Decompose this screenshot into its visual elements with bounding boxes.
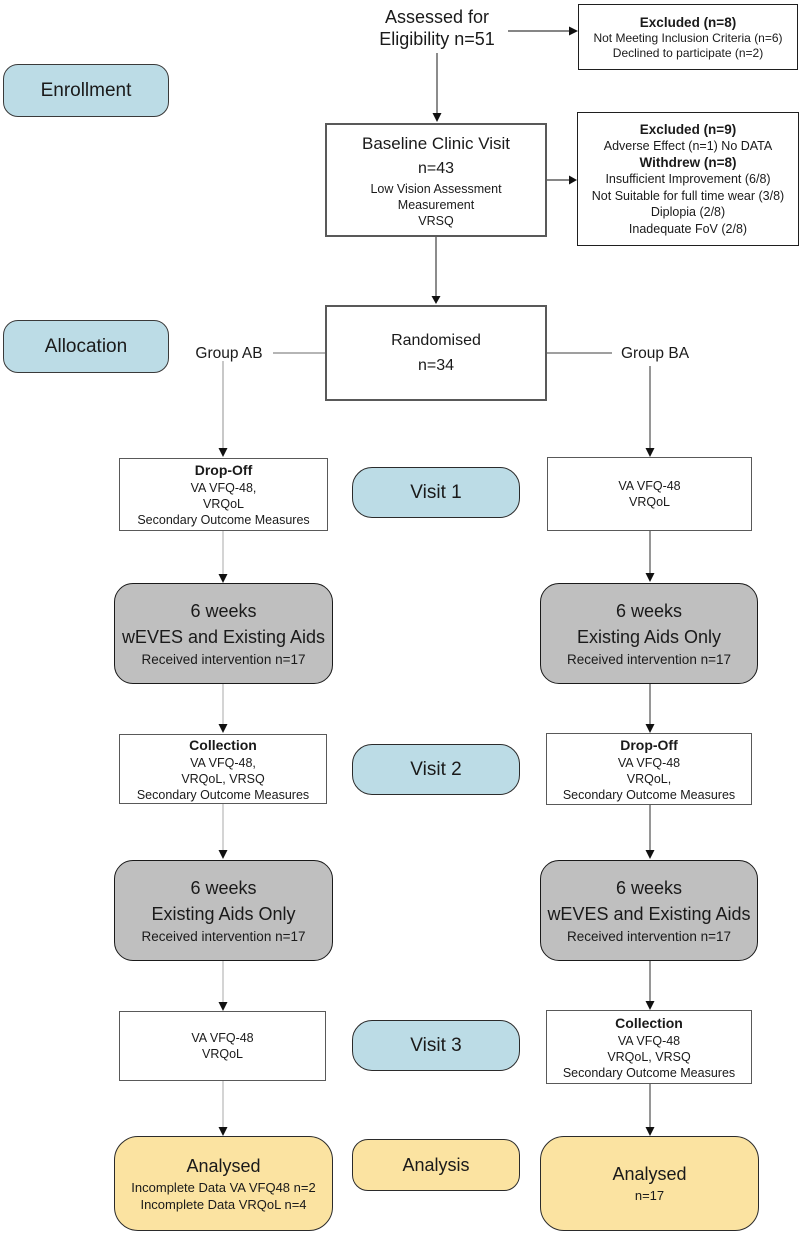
visit2-oval: Visit 2	[352, 744, 520, 795]
excluded-n8-line: Not Meeting Inclusion Criteria (n=6)	[593, 30, 783, 45]
right-visit2-line: VA VFQ-48	[617, 755, 681, 770]
left-visit2-title: Collection	[189, 736, 257, 753]
left-visit2-line: VRQoL, VRSQ	[181, 771, 265, 786]
stage-label-analysis: Analysis	[352, 1139, 520, 1191]
stage-label-allocation: Allocation	[3, 320, 169, 373]
right-analysed-title: Analysed	[612, 1164, 687, 1185]
right-visit3-collection-box: Collection VA VFQ-48 VRQoL, VRSQ Seconda…	[546, 1010, 752, 1084]
right-intervention1-duration: 6 weeks	[615, 601, 683, 621]
assessed-for-eligibility-text: Assessed for Eligibility n=51	[352, 6, 522, 50]
baseline-line: Measurement	[397, 197, 475, 212]
left-visit1-line: VA VFQ-48,	[190, 481, 257, 495]
withdrew-title: Withdrew (n=8)	[639, 155, 737, 171]
withdrew-line: Inadequate FoV (2/8)	[628, 221, 748, 236]
excluded-n8-title: Excluded (n=8)	[639, 14, 737, 30]
visit2-label: Visit 2	[410, 758, 462, 780]
visit1-oval: Visit 1	[352, 467, 520, 518]
analysis-label: Analysis	[402, 1154, 470, 1175]
left-visit3-line: VA VFQ-48	[191, 1031, 254, 1045]
group-ba-label: Group BA	[620, 345, 690, 362]
assessed-line1: Assessed for	[384, 7, 490, 27]
right-intervention2-label: wEVES and Existing Aids	[547, 904, 751, 924]
visit3-label: Visit 3	[410, 1034, 462, 1056]
left-intervention2-box: 6 weeks Existing Aids Only Received inte…	[114, 860, 333, 961]
allocation-label: Allocation	[44, 335, 128, 357]
right-intervention1-label: Existing Aids Only	[576, 627, 722, 647]
randomised-box: Randomised n=34	[325, 305, 547, 401]
right-analysed-box: Analysed n=17	[540, 1136, 759, 1231]
left-intervention1-label: wEVES and Existing Aids	[121, 627, 326, 647]
excluded-n9-adverse: Adverse Effect (n=1) No DATA	[603, 138, 773, 153]
left-intervention2-label: Existing Aids Only	[151, 904, 296, 924]
visit3-oval: Visit 3	[352, 1020, 520, 1071]
right-visit2-line: VRQoL,	[626, 771, 672, 786]
left-visit1-dropoff-box: Drop-Off VA VFQ-48, VRQoL Secondary Outc…	[119, 458, 328, 531]
baseline-clinic-visit-box: Baseline Clinic Visit n=43 Low Vision As…	[325, 123, 547, 237]
randomised-line2: n=34	[417, 357, 455, 374]
left-visit1-title: Drop-Off	[194, 462, 253, 478]
right-visit3-line: Secondary Outcome Measures	[562, 1065, 736, 1080]
left-visit1-line: Secondary Outcome Measures	[137, 513, 310, 527]
excluded-n9-box: Excluded (n=9) Adverse Effect (n=1) No D…	[577, 112, 799, 246]
right-visit2-dropoff-box: Drop-Off VA VFQ-48 VRQoL, Secondary Outc…	[546, 733, 752, 805]
left-analysed-line: Incomplete Data VRQoL n=4	[140, 1197, 307, 1212]
excluded-n8-line: Declined to participate (n=2)	[612, 45, 764, 60]
left-visit2-line: VA VFQ-48,	[190, 755, 256, 770]
left-intervention1-note: Received intervention n=17	[141, 652, 306, 667]
right-visit1-line: VA VFQ-48	[618, 479, 681, 493]
right-intervention2-box: 6 weeks wEVES and Existing Aids Received…	[540, 860, 758, 961]
right-intervention2-duration: 6 weeks	[615, 878, 683, 898]
left-analysed-box: Analysed Incomplete Data VA VFQ48 n=2 In…	[114, 1136, 333, 1231]
left-visit2-line: Secondary Outcome Measures	[136, 787, 310, 802]
right-intervention1-note: Received intervention n=17	[567, 652, 731, 667]
right-visit3-title: Collection	[615, 1014, 683, 1031]
right-intervention1-box: 6 weeks Existing Aids Only Received inte…	[540, 583, 758, 684]
enrollment-label: Enrollment	[40, 79, 132, 101]
assessed-line2: Eligibility n=51	[379, 29, 495, 49]
left-intervention1-box: 6 weeks wEVES and Existing Aids Received…	[114, 583, 333, 684]
baseline-line: VRSQ	[418, 213, 454, 228]
withdrew-line: Diplopia (2/8)	[650, 205, 726, 220]
left-analysed-line: Incomplete Data VA VFQ48 n=2	[131, 1179, 316, 1195]
right-visit1-box: VA VFQ-48 VRQoL	[547, 457, 752, 531]
left-intervention2-duration: 6 weeks	[190, 878, 257, 898]
left-intervention1-duration: 6 weeks	[190, 601, 257, 621]
left-visit2-collection-box: Collection VA VFQ-48, VRQoL, VRSQ Second…	[119, 734, 327, 804]
right-analysed-line: n=17	[634, 1188, 665, 1204]
baseline-line: Low Vision Assessment	[370, 181, 502, 196]
baseline-title: Baseline Clinic Visit	[361, 133, 511, 153]
left-analysed-title: Analysed	[186, 1155, 261, 1176]
randomised-line1: Randomised	[391, 332, 481, 349]
right-visit2-line: Secondary Outcome Measures	[562, 787, 736, 802]
excluded-n8-box: Excluded (n=8) Not Meeting Inclusion Cri…	[578, 4, 798, 70]
excluded-n9-title: Excluded (n=9)	[639, 121, 737, 137]
left-intervention2-note: Received intervention n=17	[141, 929, 306, 944]
group-ab-label: Group AB	[195, 345, 263, 362]
left-visit3-box: VA VFQ-48 VRQoL	[119, 1011, 326, 1081]
stage-label-enrollment: Enrollment	[3, 64, 169, 117]
baseline-n: n=43	[417, 159, 455, 177]
right-visit2-title: Drop-Off	[620, 736, 678, 753]
right-intervention2-note: Received intervention n=17	[567, 929, 731, 944]
withdrew-line: Insufficient Improvement (6/8)	[605, 172, 771, 187]
left-visit1-line: VRQoL	[203, 497, 244, 511]
visit1-label: Visit 1	[410, 481, 462, 503]
withdrew-line: Not Suitable for full time wear (3/8)	[591, 188, 785, 203]
left-visit3-line: VRQoL	[202, 1047, 243, 1061]
right-visit1-line: VRQoL	[629, 495, 670, 509]
right-visit3-line: VRQoL, VRSQ	[607, 1049, 691, 1064]
right-visit3-line: VA VFQ-48	[617, 1033, 681, 1048]
